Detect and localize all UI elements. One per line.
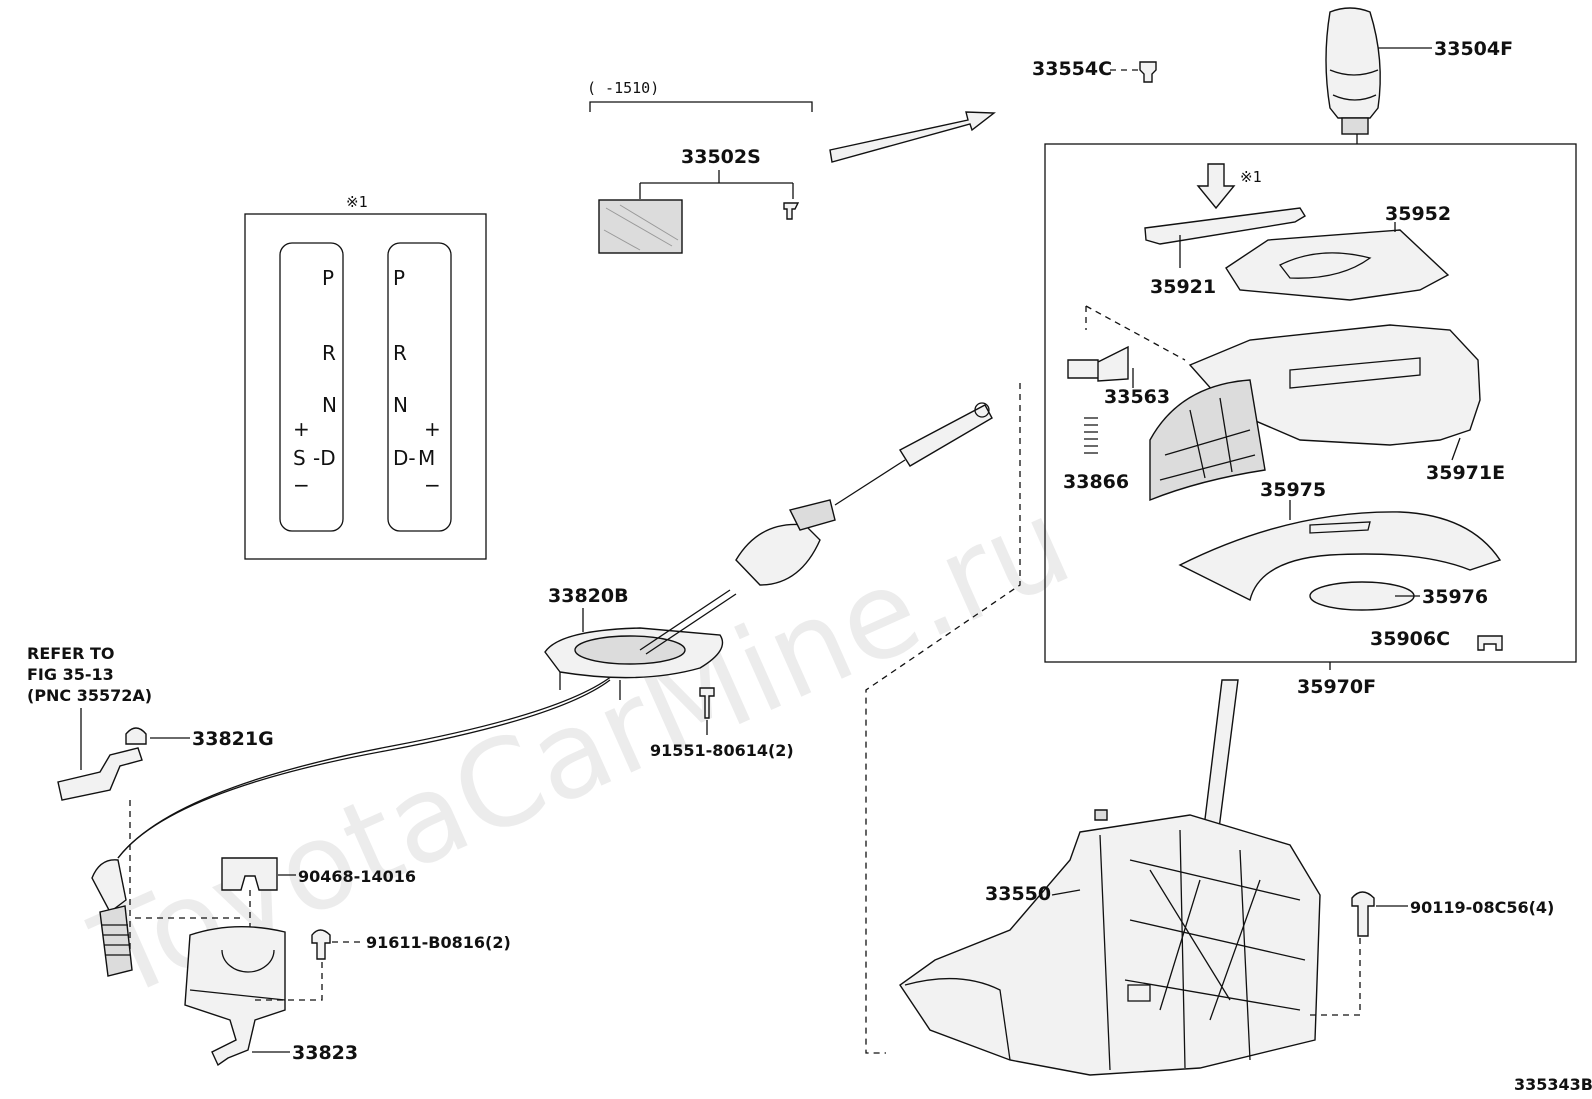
gate-right-minus: − — [424, 473, 441, 497]
label-35921: 35921 — [1150, 276, 1216, 298]
indicator-35921 — [1144, 207, 1306, 245]
clip-33554c — [1139, 61, 1157, 83]
clip-35906c — [1477, 635, 1503, 651]
transfer-arrow — [829, 111, 996, 163]
cable-end — [899, 404, 993, 467]
gate-right-plus: + — [424, 417, 441, 441]
gate-right-r: R — [393, 341, 407, 365]
date-range-note: ( -1510) — [587, 79, 659, 97]
guide-dashed — [865, 383, 1021, 1054]
housing-35971e — [1188, 324, 1481, 446]
bolt-91611 — [311, 929, 331, 960]
label-35970f: 35970F — [1297, 676, 1376, 698]
clip-90468 — [221, 857, 278, 891]
gate-plate-marker: ※1 — [346, 193, 368, 211]
panel-35952 — [1225, 229, 1450, 301]
label-91551: 91551-80614(2) — [650, 741, 794, 760]
shift-cable-33820b — [117, 402, 993, 859]
label-90468: 90468-14016 — [298, 867, 416, 886]
bracket-33823 — [184, 926, 286, 1067]
refer-note-line2: FIG 35-13 — [27, 665, 114, 684]
assembly-box-35970f — [1044, 143, 1577, 663]
label-35975: 35975 — [1260, 479, 1326, 501]
gate-left-d: -D — [313, 446, 336, 470]
switch-33563 — [1067, 345, 1129, 382]
gate-left-minus: − — [293, 473, 310, 497]
cable-boot — [91, 859, 127, 914]
gate-right-p: P — [393, 266, 405, 290]
label-33554c: 33554C — [1032, 58, 1112, 80]
gate-left-r: R — [322, 341, 336, 365]
kit-33502s: ( -1510) 33502S — [587, 79, 996, 254]
label-33820b: 33820B — [548, 585, 629, 607]
bracket-left — [57, 747, 143, 801]
cable-retainer — [735, 523, 821, 586]
label-33821g: 33821G — [192, 728, 274, 750]
label-33563: 33563 — [1104, 386, 1170, 408]
refer-note-line1: REFER TO — [27, 644, 115, 663]
shift-knob — [1325, 7, 1381, 135]
bolt-90119 — [1351, 891, 1375, 937]
label-91611: 91611-B0816(2) — [366, 933, 511, 952]
label-35906c: 35906C — [1370, 628, 1450, 650]
gate-left-n: N — [322, 393, 337, 417]
shifter-base-33550 — [899, 679, 1321, 1076]
refer-note-line3: (PNC 35572A) — [27, 686, 152, 705]
label-33502s: 33502S — [681, 146, 761, 168]
gate-plate: ※1 P R N + S -D − P R N + D- M − — [244, 193, 487, 560]
label-35976: 35976 — [1422, 586, 1488, 608]
bolt-91551 — [699, 687, 715, 719]
label-35952: 35952 — [1385, 203, 1451, 225]
gate-left-s: S — [293, 446, 306, 470]
label-33866: 33866 — [1063, 471, 1129, 493]
gate-left-plus: + — [293, 417, 310, 441]
gate-right-n: N — [393, 393, 408, 417]
label-90119: 90119-08C56(4) — [1410, 898, 1554, 917]
cover-35975 — [1178, 511, 1502, 602]
label-33823: 33823 — [292, 1042, 358, 1064]
reference-marker: ※1 — [1240, 168, 1262, 186]
diagram-code: 335343B — [1514, 1075, 1592, 1094]
reference-arrow — [1196, 163, 1236, 210]
gate-left-p: P — [322, 266, 334, 290]
label-35971e: 35971E — [1426, 462, 1505, 484]
label-33550: 33550 — [985, 883, 1051, 905]
label-33504f: 33504F — [1434, 38, 1513, 60]
nut-33821g — [125, 727, 147, 745]
gate-right-d: D- — [393, 446, 416, 470]
gate-right-m: M — [418, 446, 435, 470]
